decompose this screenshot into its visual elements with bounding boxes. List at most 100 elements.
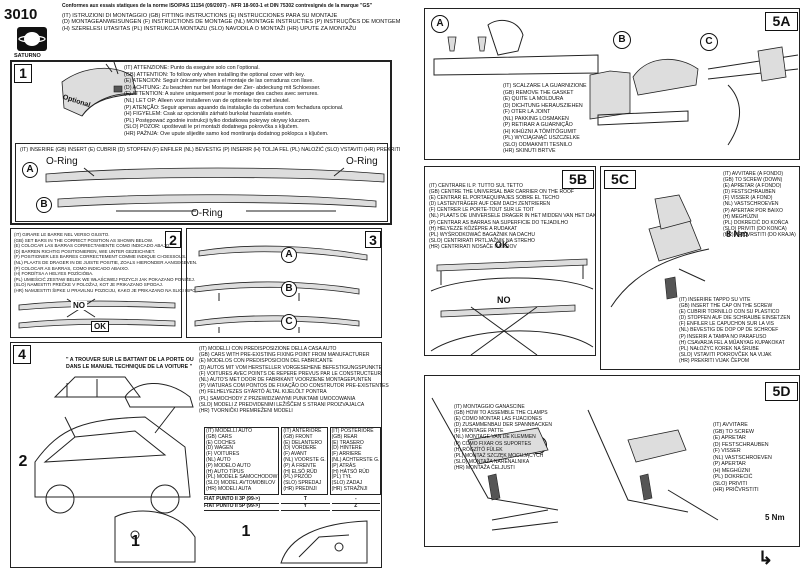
header-line: (H) SZERELESI UTASITAS (PL) INSTRUKCJA M… xyxy=(62,26,357,33)
row-rear: - xyxy=(331,496,380,504)
step5b-text: (IT) CENTRARE IL P. TUTTO SUL TETTO (GB)… xyxy=(429,183,596,250)
insert-line: (IT) INSERIRE (GB) INSERT (E) CUBRIR (D)… xyxy=(20,147,401,153)
col-front-line: (NL) VOORSTE G. xyxy=(283,456,326,463)
col-model-line: (PL) MODELE SAMOCHODOW xyxy=(206,474,278,481)
col-rear-line: (PL) TYŁ xyxy=(331,474,352,481)
header-line: Conformes aux essais statiques de la nor… xyxy=(62,3,373,9)
clamp-line: (F) MONTAGE PATTE xyxy=(454,428,504,435)
clamp-line: (HR) MONTAŽA ČELJUSTI xyxy=(454,464,515,471)
step2-line: (IT) GIRARE LE BARRE NEL VERSO GIUSTO. xyxy=(14,232,110,237)
cap-line: (P) INSERIR A TAMPA NO PARAFUSO xyxy=(679,333,767,340)
french-note: " A TROUVER SUR LE BATTANT DE LA PORTE O… xyxy=(66,357,194,363)
step2-line: (F) POSITIONER LES BARRES CORRECTEMENT C… xyxy=(14,254,187,260)
step2-line: (E) COLOCAR LAS BARRAS CORRECTAMENTE COM… xyxy=(14,243,171,249)
oring-label: O-Ring xyxy=(46,156,78,167)
step2-number: 2 xyxy=(165,231,181,248)
tighten-line: (SLO) PRIVITI (DO KONCA) xyxy=(723,225,787,232)
brand-logo xyxy=(17,27,47,51)
col-model-line: (SLO) MODEL AVTOMOBILOV xyxy=(206,480,276,487)
step5a-line: (P) RETIRAR A GUARNIÇÃO xyxy=(503,122,573,128)
tighten-line: (PL) DOKRECIĆ DO KOŃCA xyxy=(723,219,789,226)
gasket-removal-illustration xyxy=(433,19,799,146)
step5a-line: (E) QUITE LA MOLDURA xyxy=(503,96,564,102)
row-rear: Z xyxy=(331,503,380,511)
step2-line: (P) COLOCAR AS BARRAS, COMO INDICADO ABA… xyxy=(14,265,130,271)
callout-b: B xyxy=(36,197,52,213)
cap-line: (HR) PREKRITI VIJAK ČEPOM xyxy=(679,357,750,364)
step2-line: (H) FORDÍTSA A HELYES POZÍCIÓBA. xyxy=(14,271,94,277)
turn-page-arrow-icon: ↳ xyxy=(758,548,774,568)
bar-rotation-illustration xyxy=(194,245,368,333)
intro-line: (GB) CARS WITH PRE-EXISTING FIXING POINT… xyxy=(199,352,370,359)
callout-b: B xyxy=(281,281,297,297)
clamp-line: (H) RÖGZÍTŐ FÜLEK xyxy=(454,446,503,453)
tighten-line: (H) MEGHÚZNI xyxy=(723,213,758,220)
cap-line: (F) ENFILER LE CAPUCHON SUR LA VIS xyxy=(679,321,775,328)
step5d-number: 5D xyxy=(765,382,798,401)
step3-panel: 3 A B C xyxy=(186,228,382,338)
col-rear-line: (HR) STRAŽNJI xyxy=(331,485,368,492)
intro-line: (IT) MODELLI CON PREDISPOSIZIONE DELLA C… xyxy=(199,346,337,352)
roof-bar-a xyxy=(45,167,385,183)
col-front-line: (HR) PREDNJI xyxy=(283,485,317,492)
roof-bar-b xyxy=(57,194,377,212)
step2-line: (HR) NAMJESTITI ŠIPKE U PRAVILNU POZICIJ… xyxy=(14,287,201,293)
warning-line: (H) FIGYELEM: Csak az opcionális zárható… xyxy=(124,111,293,118)
step2-line: (D) BARREN RICHTIG POSITIONIEREN, WIE UN… xyxy=(14,248,156,254)
optional-cover-illustration xyxy=(61,61,137,117)
warning-line: (PL) Postępować zgodnie instrukcji tylko… xyxy=(124,117,311,124)
cap-line: (E) CUBRIR TORNILLO CON SU PLASTICO xyxy=(679,309,780,316)
table-row: FIAT PUNTO II 5P (99->) Y Z xyxy=(204,503,380,511)
col-rear-line: (SLO) ZADAJ xyxy=(331,480,363,487)
step5b-line: (GB) CENTRE THE UNIVERSAL BAR CARRIER ON… xyxy=(429,189,574,196)
col-rear-line: (H) HÁTSÓ RÚD xyxy=(331,468,370,475)
step5b-line: (H) HELYEZZE KÖZÉPRE A RUDAKAT xyxy=(429,225,518,232)
callout-a: A xyxy=(431,15,449,33)
cap-text: (IT) INSERIRE TAPPO SU VITE (GB) INSERT … xyxy=(679,297,790,364)
step5a-number: 5A xyxy=(765,12,798,31)
oring-label: O-Ring xyxy=(191,208,223,219)
screw-line: (IT) AVVITARE xyxy=(713,422,748,428)
oring-subpanel: (IT) INSERIRE (GB) INSERT (E) CUBRIR (D)… xyxy=(15,143,400,222)
cap-line: (PL) NAŁOŻYC KOREK NA ŚRUBE xyxy=(679,345,760,352)
table-row: FIAT PUNTO II 3P (99->) T - xyxy=(204,496,380,504)
clamp-line: (NL) MONTAGE VAN DE KLEMMEN xyxy=(454,434,536,441)
intro-line: (F) VOITURES AVEC POINTS DE REPERE PREVU… xyxy=(199,370,382,377)
models-table: (IT) MODELLI AUTO (GB) CARS (E) COCHES (… xyxy=(204,427,381,511)
col-front-line: (F) AVANT xyxy=(283,451,307,458)
warning-line: (HR) PAŽNJA: Ove upute slijedite samo ko… xyxy=(124,130,329,137)
warning-line: (E) ATENCION: Seguir únicamente para el … xyxy=(124,78,314,85)
cap-line: (D) STOPFEN AUF DIE SCHRAUBE EINSETZEN xyxy=(679,315,791,322)
step5a-line: (HR) SKINUTI BRTVE xyxy=(503,148,556,154)
col-front-line: (PL) PRZÓD xyxy=(283,474,312,481)
row-model: FIAT PUNTO II 5P (99->) xyxy=(204,503,280,511)
models-intro: (IT) MODELLI CON PREDISPOSIZIONE DELLA C… xyxy=(199,346,389,414)
screw-line: (E) APRETAR xyxy=(713,435,746,441)
oring-label: O-Ring xyxy=(346,156,378,167)
tighten-line: (GB) TO SCREW (DOWN) xyxy=(723,177,783,184)
intro-line: (P) VIATURAS COM PONTOS DE FIXAÇÃO DO CO… xyxy=(199,383,389,390)
car-door-illustration xyxy=(34,376,196,563)
screw-text: (IT) AVVITARE (GB) TO SCREW (E) APRETAR … xyxy=(713,422,772,494)
step3-number: 3 xyxy=(365,231,381,248)
tightening-illustration xyxy=(610,194,710,308)
step5b-line: (SLO) CENTRIRATI PRTLJAŽNIK NA STREHO xyxy=(429,237,535,244)
clamp-assembly-illustration xyxy=(431,397,719,531)
row-front: Y xyxy=(281,503,330,511)
intro-line: (HR) TVORNIČKI PREMREŽENI MODELI xyxy=(199,408,293,415)
col-model-line: (F) VOITURES xyxy=(206,451,240,458)
torque-label: 5 Nm xyxy=(765,513,785,522)
warning-line: (F) ATTENTION: A suivre uniquement pour … xyxy=(124,91,319,98)
step5a-line: (H) KIHÚZNI A TÖMÍTŐGUMIT xyxy=(503,128,577,135)
step5b-line: (PL) WYŚRODKOWAĆ BAGAŻNIK NA DACHU xyxy=(429,231,535,238)
warning-line: (NL) LET OP: Alleen voor installeren van… xyxy=(124,97,290,104)
step5b-line: (F) CENTRER LE PORTE-TOUT SUR LE TOIT xyxy=(429,207,535,214)
step2-line: (NL) PLAATS DE DRAGER IN DE JUISTE POSIT… xyxy=(14,259,198,265)
warning-line: (P) ATENÇÃO: Seguir apenas aquando da in… xyxy=(124,104,344,111)
clamp-line: (E) COMO MONTAR LAS FIJACIONES xyxy=(454,416,542,423)
step1-panel: 1 Optional (IT) ATTENZIONE: Punto da ese… xyxy=(10,60,400,225)
intro-line: (PL) SAMOCHODY Z PRZEWIDZIANYMI PUNKTAMI… xyxy=(199,395,356,402)
step5b-line: (HR) CENTRIRATI NOSAČE NA KROV xyxy=(429,243,517,250)
step2-text: (IT) GIRARE LE BARRE NEL VERSO GIUSTO. (… xyxy=(14,232,200,294)
col-model-line: (GB) CARS xyxy=(206,433,232,440)
